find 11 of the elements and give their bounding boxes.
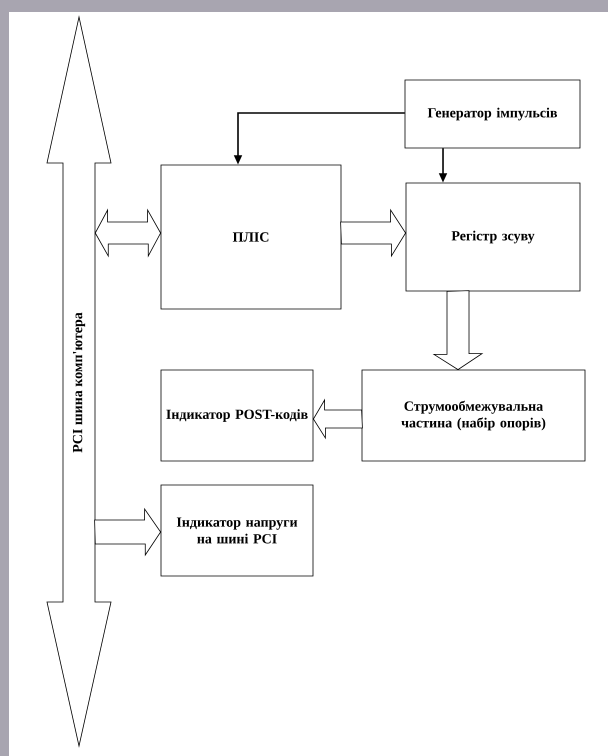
block-box: Регістр зсуву — [406, 182, 580, 292]
block-arrow — [94, 208, 162, 258]
block-arrow — [432, 290, 484, 370]
block-box: Індикатор напруги на шині PCI — [160, 484, 314, 576]
block-box: Струмообмежувальна частина (набір опорів) — [362, 370, 586, 462]
block-box: Генератор імпульсів — [404, 80, 580, 148]
block-arrow — [94, 508, 162, 556]
block-arrow — [340, 208, 406, 258]
block-box: Індикатор POST-кодів — [160, 370, 314, 462]
block-arrow — [312, 398, 363, 440]
block-box: ПЛІС — [160, 164, 342, 310]
